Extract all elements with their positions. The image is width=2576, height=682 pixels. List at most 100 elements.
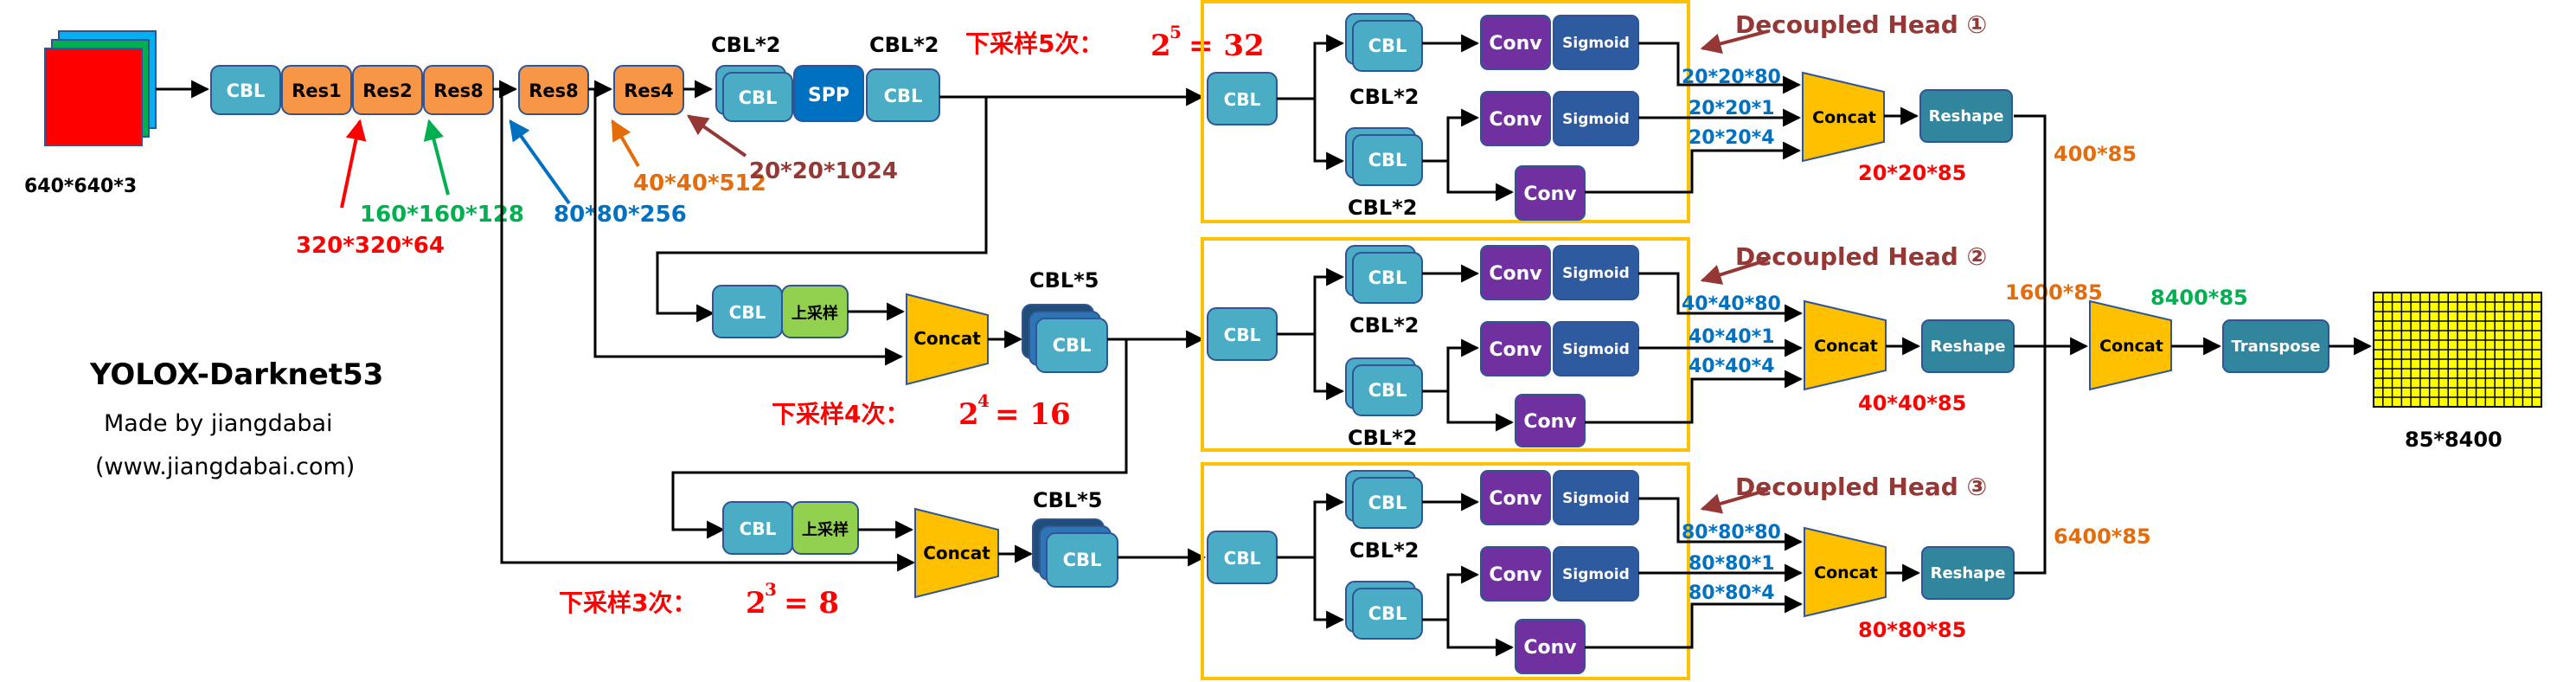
svg-text:CBL: CBL (729, 302, 766, 323)
decoupled-head-1: Decoupled Head ① CBL CBL CBL*2 CBL CBL*2… (1201, 0, 2137, 223)
svg-text:Conv: Conv (1489, 564, 1542, 586)
downsample-5-label: 下采样5次： 2 5 = 32 (965, 22, 1265, 63)
backbone-cbl: CBL (210, 65, 281, 115)
svg-text:CBL: CBL (1368, 35, 1407, 56)
downsample-4-label: 下采样4次： 2 4 = 16 (772, 390, 1071, 432)
svg-text:= 32: = 32 (1189, 29, 1265, 63)
head-3-frame (1201, 462, 1690, 680)
head-3-reshape-out: 6400*85 (2054, 524, 2151, 549)
head-3-conv-1 (1480, 470, 1551, 525)
svg-text:CBL: CBL (1368, 492, 1407, 513)
svg-text:Conv: Conv (1489, 33, 1542, 55)
head-1-reshape-out: 400*85 (2054, 142, 2137, 166)
head-1-cbl2-a: CBL*2 (1349, 85, 1419, 109)
svg-text:2: 2 (1150, 29, 1171, 63)
svg-text:Res2: Res2 (362, 80, 413, 101)
head-3-concat-out: 80*80*85 (1858, 618, 1966, 642)
head-3-out-2: 80*80*1 (1688, 553, 1775, 575)
head-3-out-3: 80*80*4 (1688, 582, 1775, 604)
svg-text:CBL: CBL (1224, 325, 1261, 345)
backbone-res4: Res4 (613, 65, 684, 115)
input-image-stack (44, 30, 157, 146)
svg-text:CBL: CBL (1368, 267, 1407, 288)
svg-text:下采样3次：: 下采样3次： (559, 589, 696, 617)
head-2-concat (1804, 299, 1887, 391)
svg-text:CBL: CBL (1063, 550, 1102, 570)
svg-text:Concat: Concat (2099, 337, 2163, 356)
svg-text:Concat: Concat (1814, 337, 1878, 356)
svg-text:Reshape: Reshape (1929, 107, 2004, 125)
svg-text:Transpose: Transpose (2231, 338, 2320, 356)
cbl2-label-after-spp: CBL*2 (869, 33, 939, 57)
svg-text:上采样: 上采样 (791, 304, 838, 323)
head-1-cbl-top (1352, 20, 1423, 72)
head-3-cbl-bottom (1352, 588, 1423, 640)
head-3-conv-2 (1480, 546, 1551, 602)
downsample-3-label: 下采样3次： 2 3 = 8 (559, 579, 839, 621)
svg-text:Conv: Conv (1489, 488, 1542, 510)
neck-mid-upsample: 上采样 (781, 285, 849, 338)
head-3-cbl2-a: CBL*2 (1349, 538, 1419, 563)
svg-text:Conv: Conv (1523, 411, 1577, 433)
output-grid (2373, 292, 2542, 408)
head-2-out-3: 40*40*4 (1688, 356, 1775, 377)
svg-text:Concat: Concat (923, 543, 990, 563)
neck-bot-concat: Concat (914, 507, 999, 599)
head-2-reshape-out: 1600*85 (2005, 280, 2103, 305)
svg-text:Sigmoid: Sigmoid (1562, 490, 1630, 507)
neck-bot-upsample: 上采样 (791, 501, 859, 555)
svg-text:CBL: CBL (739, 87, 778, 108)
svg-text:Conv: Conv (1489, 263, 1542, 285)
head-1-out-2: 20*20*1 (1688, 98, 1775, 119)
final-output-label: 85*8400 (2405, 428, 2502, 452)
head-1-cbl2-b: CBL*2 (1348, 196, 1417, 220)
head-2-out-2: 40*40*1 (1688, 326, 1775, 348)
svg-text:Reshape: Reshape (1931, 564, 2006, 582)
svg-text:= 16: = 16 (995, 397, 1071, 432)
svg-text:Res4: Res4 (624, 80, 674, 101)
feature-160: 160*160*128 (360, 202, 524, 228)
head-1-title: Decoupled Head ① (1735, 10, 1987, 39)
neck-bot-cbl: CBL (722, 501, 793, 555)
website: (www.jiangdabai.com) (95, 454, 355, 480)
head-1-frame (1201, 0, 1690, 223)
svg-text:Conv: Conv (1523, 637, 1577, 659)
cbl5-bot-label: CBL*5 (1033, 488, 1102, 512)
final-concat-out: 8400*85 (2150, 286, 2248, 310)
svg-text:下采样5次：: 下采样5次： (965, 29, 1103, 58)
svg-text:Sigmoid: Sigmoid (1562, 265, 1630, 282)
head-1-reshape (1919, 89, 2013, 143)
head-2-cbl-top (1352, 252, 1423, 304)
svg-text:上采样: 上采样 (802, 520, 849, 539)
feature-320: 320*320*64 (296, 233, 445, 259)
svg-text:CBL: CBL (884, 86, 923, 106)
svg-text:Conv: Conv (1523, 183, 1577, 205)
head-2-cbl2-b: CBL*2 (1348, 426, 1417, 450)
neck-bot-cbl5: CBL (1032, 518, 1118, 588)
svg-text:Reshape: Reshape (1931, 338, 2006, 356)
head-2-title: Decoupled Head ② (1735, 242, 1987, 271)
svg-text:Conv: Conv (1489, 339, 1542, 361)
svg-text:CBL: CBL (1224, 548, 1261, 569)
svg-text:Res8: Res8 (433, 80, 484, 101)
backbone-cbl2-stack: CBL (715, 65, 793, 122)
head-3-concat (1804, 526, 1887, 618)
svg-text:Conv: Conv (1489, 109, 1542, 131)
head-2-conv-2 (1480, 321, 1551, 376)
svg-text:CBL: CBL (1224, 89, 1261, 110)
svg-text:CBL: CBL (227, 80, 266, 101)
head-2-conv-3 (1515, 394, 1586, 447)
decoupled-head-3: Decoupled Head ③ CBL CBL CBL*2 CBL Conv … (1201, 462, 2151, 680)
backbone-cbl-after-spp: CBL (866, 68, 940, 122)
backbone-res8-b: Res8 (518, 65, 589, 115)
svg-text:Sigmoid: Sigmoid (1562, 341, 1630, 358)
backbone-res2: Res2 (352, 65, 423, 115)
head-2-out-1: 40*40*80 (1682, 293, 1781, 315)
neck-mid-cbl5: CBL (1022, 304, 1108, 373)
head-1-out-3: 20*20*4 (1688, 127, 1775, 149)
input-size-label: 640*640*3 (24, 176, 137, 197)
svg-text:Res8: Res8 (529, 80, 579, 101)
head-1-conv-1 (1480, 15, 1551, 70)
svg-text:5: 5 (1169, 22, 1182, 42)
